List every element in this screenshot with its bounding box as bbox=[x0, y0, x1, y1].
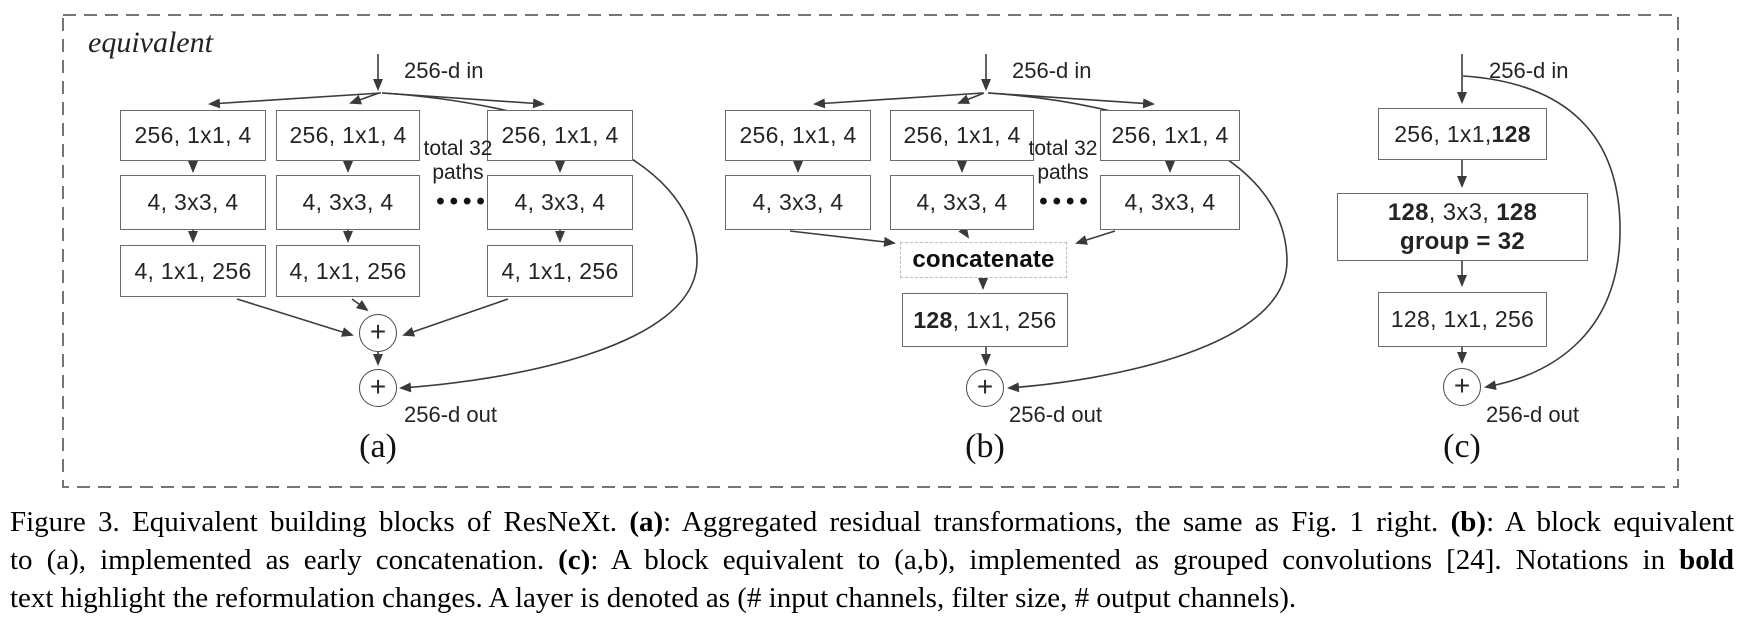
caption-line-2: to (a), implemented as early concatenati… bbox=[10, 544, 1734, 576]
c-skip-connection-curve bbox=[1462, 75, 1621, 391]
b-conv-box-2-2: 4, 3x3, 4 bbox=[890, 175, 1034, 230]
a-conv-box-3-3: 4, 1x1, 256 bbox=[487, 245, 633, 297]
b-output-dim-label: 256-d out bbox=[1009, 402, 1102, 427]
b-conv-box-1-1: 256, 1x1, 4 bbox=[725, 110, 871, 161]
caption-bold-b: (b) bbox=[1450, 506, 1487, 538]
b-total-paths-note: total 32 paths bbox=[1028, 137, 1098, 184]
caption-bold-a: (a) bbox=[629, 506, 664, 538]
b-fuse-conv-box: 128, 1x1, 256 bbox=[902, 293, 1068, 347]
a-merge-left-arrow bbox=[236, 298, 354, 337]
b-sum-node: + bbox=[966, 369, 1004, 407]
b-concat-right-arrow bbox=[1075, 230, 1116, 245]
a-branch-left-arrow bbox=[208, 92, 382, 109]
a-conv-box-1-1: 256, 1x1, 4 bbox=[120, 110, 266, 161]
c-conv1-bold-part: 128 bbox=[1491, 120, 1531, 147]
c-conv2-bold-part-2: 128 bbox=[1496, 199, 1538, 226]
c-conv1-regular-part: 256, 1x1, bbox=[1394, 120, 1492, 147]
b-conv-box-1-2: 256, 1x1, 4 bbox=[890, 110, 1034, 161]
figure-caption: Figure 3. Equivalent building blocks of … bbox=[10, 503, 1734, 617]
c-conv-box-3: 128, 1x1, 256 bbox=[1378, 292, 1547, 347]
b-ellipsis-dots: •••• bbox=[1039, 188, 1093, 215]
c-sum-node: + bbox=[1443, 368, 1481, 406]
a-conv-box-2-2: 4, 3x3, 4 bbox=[276, 175, 420, 230]
b-fuse-rest-part: , 1x1, 256 bbox=[952, 306, 1057, 333]
b-input-dim-label: 256-d in bbox=[1012, 58, 1092, 83]
a-conv-box-1-3: 256, 1x1, 4 bbox=[487, 110, 633, 161]
c-input-dim-label: 256-d in bbox=[1489, 58, 1569, 83]
equivalence-dashed-border bbox=[62, 14, 1679, 488]
c-output-dim-label: 256-d out bbox=[1486, 402, 1579, 427]
a-conv-box-3-1: 4, 1x1, 256 bbox=[120, 245, 266, 297]
a-output-dim-label: 256-d out bbox=[404, 402, 497, 427]
a-conv-box-1-2: 256, 1x1, 4 bbox=[276, 110, 420, 161]
c-grouped-conv-box: 128, 3x3, 128 group = 32 bbox=[1337, 193, 1588, 261]
b-conv-box-2-1: 4, 3x3, 4 bbox=[725, 175, 871, 230]
b-branch-left-arrow bbox=[813, 92, 984, 109]
b-panel-label: (b) bbox=[965, 428, 1005, 465]
a-branch-mid-arrow bbox=[349, 92, 380, 105]
caption-bold-word: bold bbox=[1679, 544, 1734, 576]
b-conv-box-1-3: 256, 1x1, 4 bbox=[1100, 110, 1240, 161]
a-sum-node-2: + bbox=[359, 369, 397, 407]
b-concatenate-box: concatenate bbox=[900, 242, 1067, 278]
a-merge-mid-arrow bbox=[351, 298, 369, 312]
b-concat-left-arrow bbox=[789, 230, 896, 247]
a-panel-label: (a) bbox=[359, 428, 397, 465]
c-conv-box-1: 256, 1x1, 128 bbox=[1378, 108, 1547, 160]
equivalent-label: equivalent bbox=[88, 26, 213, 59]
c-group-count-line: group = 32 bbox=[1399, 228, 1526, 255]
a-total-paths-note: total 32 paths bbox=[423, 137, 493, 184]
c-conv2-bold-part-1: 128 bbox=[1387, 199, 1429, 226]
b-concat-mid-arrow bbox=[958, 225, 970, 239]
b-conv-box-2-3: 4, 3x3, 4 bbox=[1100, 175, 1240, 230]
c-conv2-regular-part: , 3x3, bbox=[1428, 199, 1497, 226]
caption-line-3: text highlight the reformulation changes… bbox=[10, 582, 1297, 614]
caption-bold-c: (c) bbox=[558, 544, 591, 576]
caption-line-1: Figure 3. Equivalent building blocks of … bbox=[10, 506, 1735, 538]
b-branch-mid-arrow bbox=[957, 92, 985, 104]
a-merge-right-arrow bbox=[402, 298, 509, 337]
a-input-dim-label: 256-d in bbox=[404, 58, 484, 83]
c-panel-label: (c) bbox=[1443, 428, 1481, 465]
a-conv-box-2-1: 4, 3x3, 4 bbox=[120, 175, 266, 230]
b-fuse-bold-part: 128 bbox=[913, 306, 953, 333]
a-sum-node-1: + bbox=[359, 314, 397, 352]
a-conv-box-3-2: 4, 1x1, 256 bbox=[276, 245, 420, 297]
a-ellipsis-dots: •••• bbox=[436, 188, 490, 215]
a-conv-box-2-3: 4, 3x3, 4 bbox=[487, 175, 633, 230]
